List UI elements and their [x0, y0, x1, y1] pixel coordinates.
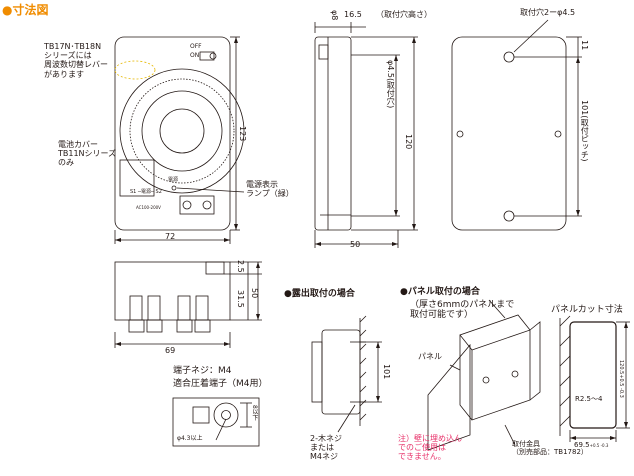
battery-cover-note: 電池カバー TB11Nシリーズ のみ: [58, 140, 117, 168]
back-dim-11: 11: [580, 40, 590, 51]
panel-cut-radius: R2.5〜4: [575, 395, 603, 403]
front-dial-inner: [141, 90, 223, 172]
exposed-screw-note: 2-木ネジ または M4ネジ: [310, 434, 342, 462]
side-dim-120: 120: [404, 134, 414, 150]
freq-lever-outline: [114, 60, 156, 80]
on-label: ON: [190, 52, 200, 59]
front-dim-height: 123: [238, 126, 248, 142]
panel-cut-dim-69: 69.5+0.5 -0.3: [574, 441, 609, 449]
battery-cover: [119, 159, 155, 197]
terminal-detail-box: [172, 397, 260, 447]
side-dim-hole: φ4.5(取付穴): [386, 60, 396, 109]
terminal-crimp: 適合圧着端子（M4用）: [173, 379, 268, 389]
side-dim-width: 50: [350, 240, 361, 249]
bottom-dim-315: 31.5: [236, 290, 246, 308]
terminal-text: S1 ─電源─ S2: [130, 189, 162, 195]
panel-cut-dim-120: 120.5+0.5 -0.3: [617, 360, 624, 398]
panel-box: [471, 329, 531, 421]
side-dim-top-note: （取付穴高さ）: [376, 10, 432, 19]
side-dim-top: 16.5: [344, 10, 362, 19]
side-dim-phi: φ8: [330, 10, 340, 21]
front-dim-width: 72: [165, 232, 176, 241]
bottom-dim-50: 50: [250, 288, 260, 299]
panel-subtitle: （厚さ6mmのパネルまで 取付可能です）: [410, 300, 515, 321]
bottom-dim-69: 69: [165, 346, 176, 355]
exposed-dim-101: 101: [382, 364, 392, 380]
bottom-dim-25: 2.5: [236, 260, 246, 273]
power-lamp: [171, 185, 177, 191]
panel-sheet: [427, 343, 471, 451]
back-hole-top: [503, 51, 515, 63]
power-label: 電源: [168, 177, 179, 183]
front-dial-ring: [129, 78, 235, 184]
front-body: [114, 36, 231, 231]
panel-cut-title: パネルカット寸法: [551, 305, 623, 315]
side-body: [314, 36, 352, 231]
panel-label: パネル: [418, 352, 442, 361]
terminal-screw: 端子ネジ：M4: [173, 366, 232, 376]
back-dim-pitch: 101(取付ピッチ): [580, 100, 590, 162]
terminal-dim-8: 8以下: [250, 405, 258, 421]
panel-cut-outline: [569, 321, 617, 429]
rating-text: AC100-200V: [136, 205, 161, 210]
section-title: ●寸法図: [2, 3, 49, 17]
front-dial-outer: [119, 68, 245, 194]
panel-note: 注）壁に埋め込ん でのご使用は できません。: [398, 434, 462, 462]
panel-fitting: 取付金具 （別売部品：TB1782）: [512, 440, 588, 457]
off-label: OFF: [190, 43, 202, 50]
exposed-title: ●露出取付の場合: [284, 289, 355, 299]
exposed-body: [321, 329, 361, 415]
terminal-dim-43: φ4.3以上: [177, 435, 203, 442]
panel-title: ●パネル取付の場合: [400, 287, 480, 297]
terminal-block: [179, 195, 215, 215]
bottom-body: [114, 261, 231, 321]
back-hole-bottom: [503, 210, 515, 222]
freq-lever-note: TB17N･TB18N シリーズには 周波数切替レバー があります: [44, 42, 108, 79]
front-dial-center: [159, 108, 205, 154]
back-body: [451, 36, 567, 231]
back-hole-label: 取付穴2ーφ4.5: [520, 8, 576, 17]
power-lamp-note: 電源表示 ランプ（緑）: [246, 180, 294, 199]
